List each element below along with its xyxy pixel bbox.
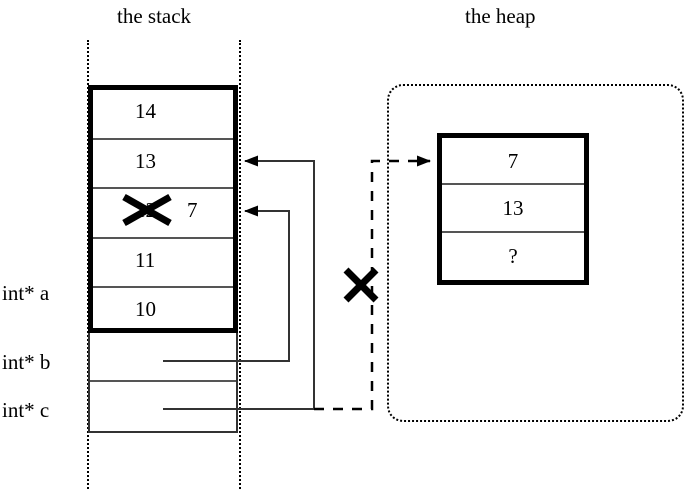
- stack-pointer-cell-c: [90, 382, 236, 431]
- stack-cell-13-value: 13: [135, 148, 156, 173]
- heap-cell-1: 13: [442, 185, 584, 233]
- stack-cell-12-7: 12 7: [93, 189, 233, 239]
- heap-title: the heap: [465, 4, 536, 28]
- strikethrough-x-icon: [122, 194, 172, 227]
- stack-cell-14-value: 14: [135, 99, 156, 123]
- heap-cell-2: ?: [508, 243, 518, 268]
- variable-label-b: int* b: [2, 350, 51, 374]
- heap-cell-0: 7: [442, 138, 584, 186]
- variable-label-a: int* a: [2, 281, 50, 305]
- stack-cell-14: 14: [93, 90, 233, 140]
- stack-cell-13: 13: [93, 140, 233, 190]
- stack-cell-11: 11: [93, 239, 233, 289]
- stack-title: the stack: [117, 4, 192, 28]
- stack-cell-12-new-value: 7: [187, 198, 198, 223]
- stack-boundary-right: [239, 40, 241, 489]
- stack-cell-10-value: 10: [135, 297, 156, 322]
- stack-cell-10: 10: [93, 288, 233, 338]
- invalidated-pointer-x-icon: [343, 267, 379, 303]
- heap-block: 7 13 ?: [437, 133, 589, 285]
- variable-label-c: int* c: [2, 398, 50, 422]
- stack-pointer-cells: [88, 333, 238, 433]
- stack-cell-11-value: 11: [135, 247, 156, 272]
- stack-pointer-cell-b: [90, 333, 236, 382]
- stack-frame: 14 13 12 7 11 10: [88, 85, 238, 333]
